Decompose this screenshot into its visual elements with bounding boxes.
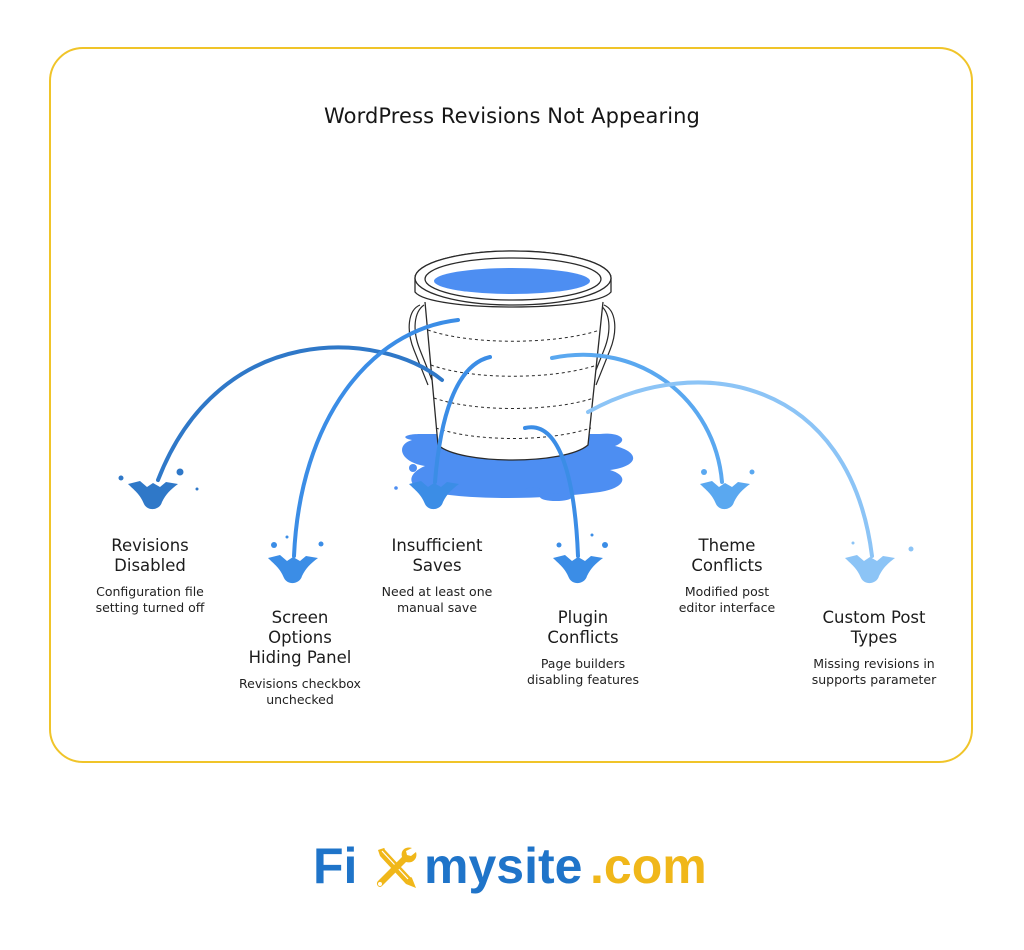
logo-text-com: .com [590, 838, 707, 894]
stream-custom-post-types [586, 380, 874, 558]
splash-plugin-conflicts [553, 533, 608, 584]
logo-text-fi: Fi [313, 838, 358, 894]
splash-screen-options [268, 535, 324, 584]
splash-insufficient-saves [409, 481, 459, 510]
stream-revisions-disabled [156, 345, 444, 482]
fixmysite-logo: Fi mysite .com [0, 838, 1024, 898]
logo-text-mysite: mysite [424, 838, 583, 894]
splash-theme-conflicts [700, 469, 755, 510]
splash-custom-post-types [845, 541, 914, 584]
stream-theme-conflicts [550, 352, 724, 484]
stream-insufficient-saves [433, 355, 492, 484]
wrench-screwdriver-icon [376, 847, 417, 888]
stream-plugin-conflicts [523, 425, 580, 558]
stream-screen-options [292, 318, 460, 558]
diagram-frame [49, 47, 973, 763]
leak-streams [156, 318, 874, 558]
diagram-title: WordPress Revisions Not Appearing [324, 104, 700, 128]
splash-revisions-disabled [118, 468, 199, 510]
leaking-bucket-icon [408, 250, 616, 461]
